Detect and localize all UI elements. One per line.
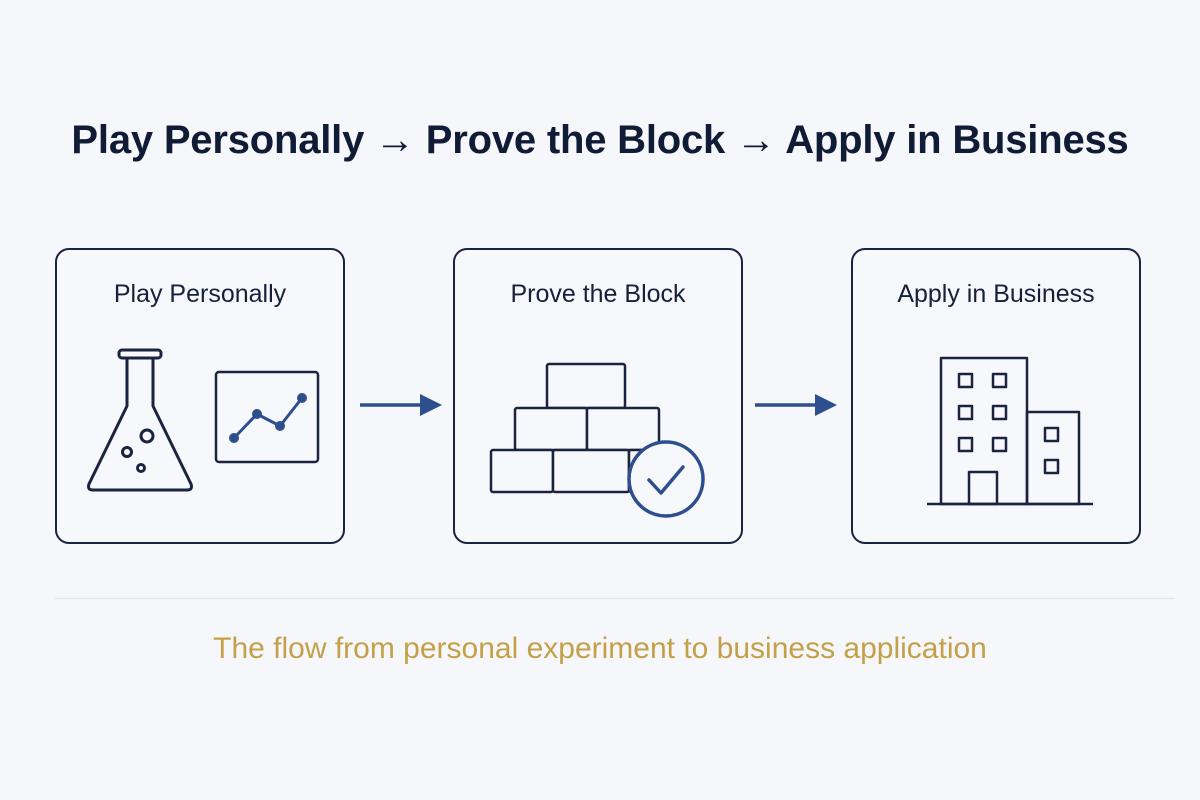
step-card-apply-in-business: Apply in Business	[851, 248, 1141, 544]
divider	[55, 598, 1175, 599]
step-label: Prove the Block	[510, 280, 686, 308]
check-circle-icon	[627, 440, 705, 518]
step-label: Play Personally	[113, 280, 287, 308]
flow-arrow-icon	[360, 394, 442, 416]
caption: The flow from personal experiment to bus…	[213, 632, 987, 665]
flask-icon	[87, 348, 193, 492]
step-card-play-personally: Play Personally	[55, 248, 345, 544]
line-chart-icon	[214, 370, 320, 464]
step-label: Apply in Business	[897, 280, 1095, 308]
building-icon	[927, 356, 1093, 506]
diagram-title: Play Personally → Prove the Block → Appl…	[71, 118, 1129, 162]
step-card-prove-the-block: Prove the Block	[453, 248, 743, 544]
flow-arrow-icon	[755, 394, 837, 416]
